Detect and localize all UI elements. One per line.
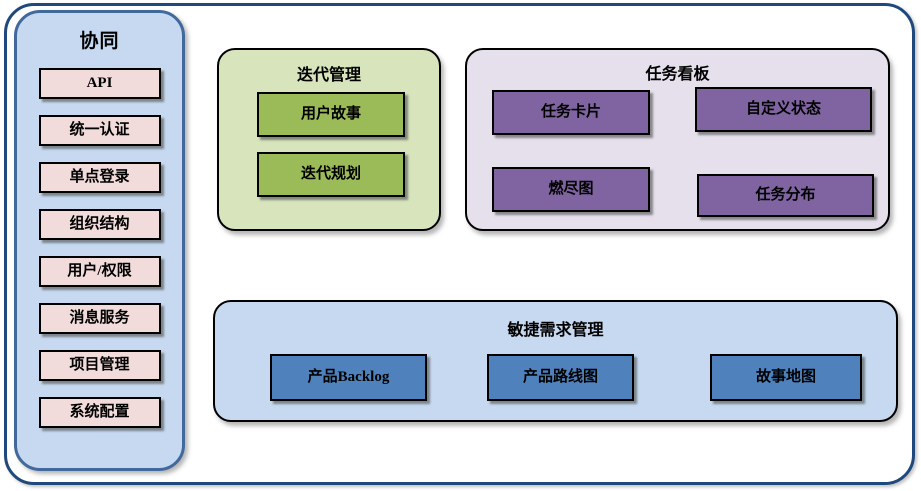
- collaboration-item-list: API 统一认证 单点登录 组织结构 用户/权限 消息服务 项目管理 系统配置: [38, 68, 161, 428]
- item-custom-status: 自定义状态: [695, 87, 872, 132]
- item-burndown-chart: 燃尽图: [492, 167, 650, 212]
- task-kanban-panel: 任务看板 任务卡片 自定义状态 燃尽图 任务分布: [465, 48, 890, 231]
- sidebar-item-system-config: 系统配置: [38, 397, 161, 428]
- item-story-map: 故事地图: [710, 354, 862, 401]
- sidebar-item-unified-auth: 统一认证: [38, 115, 161, 146]
- agile-requirements-panel: 敏捷需求管理 产品Backlog 产品路线图 故事地图: [213, 300, 898, 422]
- sidebar-item-org-structure: 组织结构: [38, 209, 161, 240]
- sidebar-item-project-management: 项目管理: [38, 350, 161, 381]
- sidebar-item-single-sign-on: 单点登录: [38, 162, 161, 193]
- task-kanban-title: 任务看板: [645, 66, 710, 83]
- sidebar-item-message-service: 消息服务: [38, 303, 161, 334]
- collaboration-panel-title: 协同: [79, 31, 120, 52]
- item-user-story: 用户故事: [257, 92, 405, 137]
- item-product-roadmap: 产品路线图: [487, 354, 634, 401]
- sidebar-item-user-permissions: 用户/权限: [38, 256, 161, 287]
- agile-requirements-title: 敏捷需求管理: [507, 322, 604, 339]
- iteration-management-panel: 迭代管理 用户故事 迭代规划: [217, 48, 441, 231]
- outer-frame: 协同 API 统一认证 单点登录 组织结构 用户/权限 消息服务 项目管理 系统…: [4, 3, 915, 485]
- sidebar-item-api: API: [38, 68, 161, 99]
- item-task-distribution: 任务分布: [697, 174, 874, 217]
- iteration-management-title: 迭代管理: [296, 67, 361, 84]
- item-product-backlog: 产品Backlog: [270, 354, 427, 401]
- item-task-card: 任务卡片: [492, 90, 650, 135]
- item-iteration-planning: 迭代规划: [257, 152, 405, 197]
- collaboration-panel: 协同 API 统一认证 单点登录 组织结构 用户/权限 消息服务 项目管理 系统…: [14, 10, 185, 471]
